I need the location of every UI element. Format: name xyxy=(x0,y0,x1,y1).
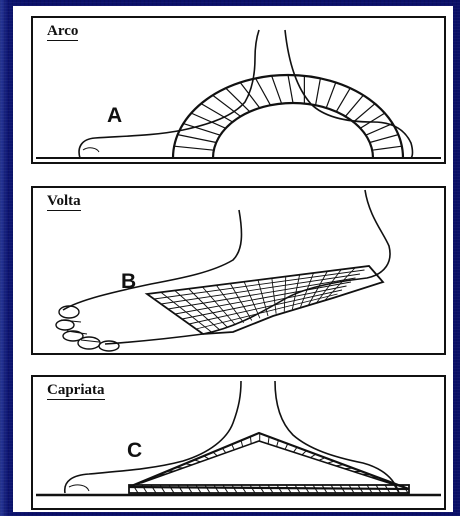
panel-letter-a: A xyxy=(107,104,122,128)
panel-title-arco: Arco xyxy=(47,24,78,41)
panel-letter-b: B xyxy=(121,270,136,294)
figure-sheet: Arco A Volta B xyxy=(13,6,453,512)
panel-title-capriata: Capriata xyxy=(47,383,105,400)
panel-capriata: Capriata C xyxy=(31,375,446,510)
panel-volta: Volta B xyxy=(31,186,446,355)
panel-arco: Arco A xyxy=(31,16,446,164)
foot-arch-drawing xyxy=(33,18,444,162)
panel-letter-c: C xyxy=(127,439,142,463)
foot-vault-drawing xyxy=(33,188,444,353)
panel-title-volta: Volta xyxy=(47,194,81,211)
